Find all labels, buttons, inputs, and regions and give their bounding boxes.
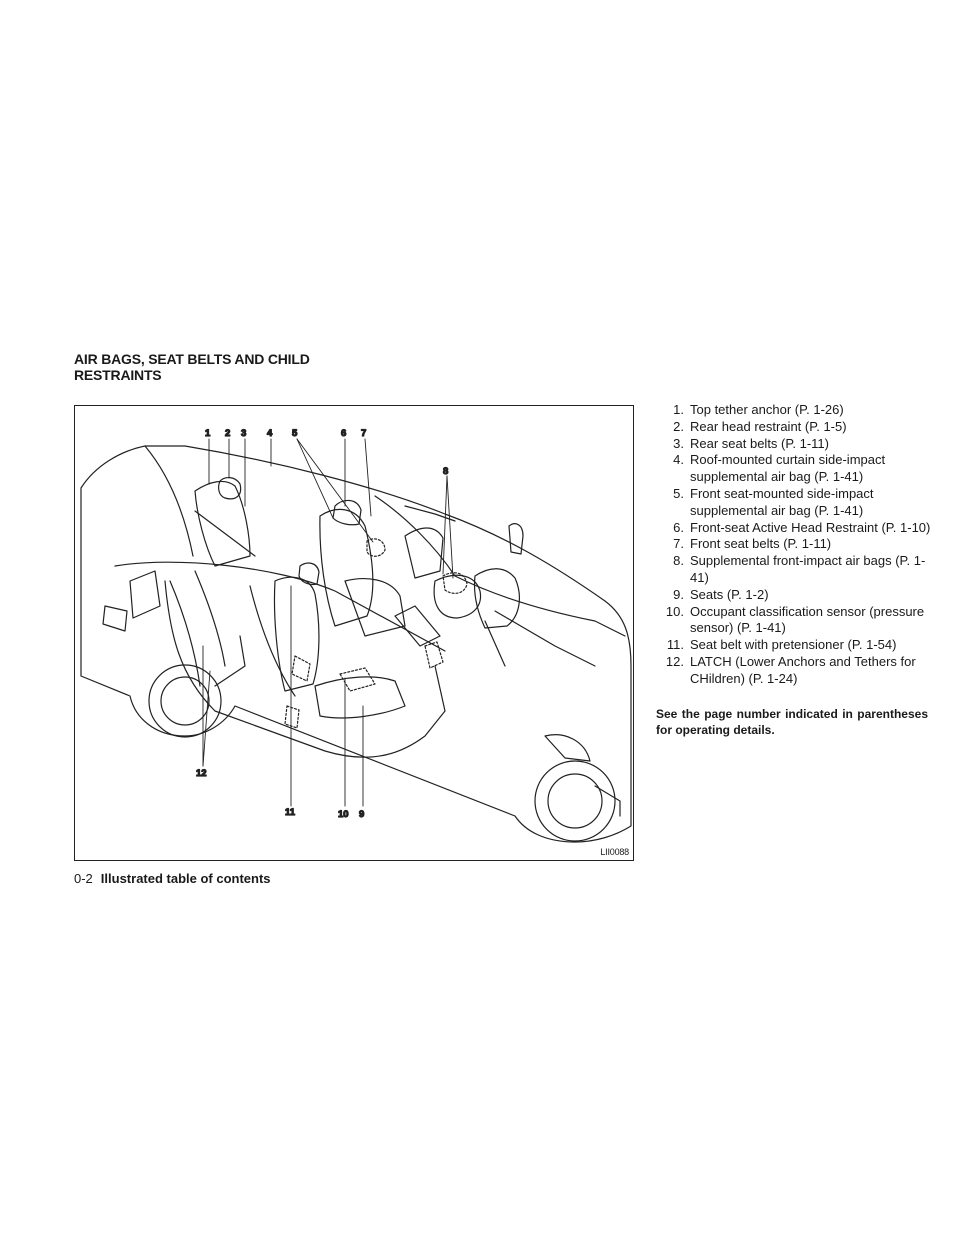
legend-list: 1.Top tether anchor (P. 1-26) 2.Rear hea… [656,402,932,688]
legend-item: 6.Front-seat Active Head Restraint (P. 1… [673,519,931,535]
callout-4: 4 [267,428,273,439]
legend-item: 5.Front seat-mounted side-impact supplem… [673,485,874,518]
callout-11: 11 [285,807,296,818]
callout-7: 7 [361,428,366,439]
section-title: AIR BAGS, SEAT BELTS AND CHILD RESTRAINT… [74,351,310,383]
car-interior-illustration: 1 2 3 4 5 6 7 8 9 10 11 12 LII0088 [74,405,634,861]
callout-9: 9 [359,809,364,820]
page-number: 0-2 [74,871,93,886]
callout-5: 5 [292,428,298,439]
callout-3: 3 [241,428,246,439]
figure-code: LII0088 [600,847,629,857]
legend-item: 7.Front seat belts (P. 1-11) [673,536,832,552]
legend-item: 12.LATCH (Lower Anchors and Tethers for … [665,653,916,686]
car-line-drawing: 1 2 3 4 5 6 7 8 9 10 11 12 [80,427,632,843]
legend-item: 9.Seats (P. 1-2) [673,586,769,602]
callout-1: 1 [205,428,211,439]
callout-8: 8 [443,466,448,477]
legend-item: 10.Occupant classification sensor (press… [665,603,925,636]
legend-item: 2.Rear head restraint (P. 1-5) [673,418,847,434]
legend-item: 3.Rear seat belts (P. 1-11) [673,435,829,451]
page-footer: 0-2 Illustrated table of contents [74,871,271,887]
legend-item: 8.Supplemental front-impact air bags (P.… [673,553,926,585]
callout-12: 12 [196,768,207,779]
footer-section-title: Illustrated table of contents [100,871,271,886]
callout-6: 6 [341,428,346,439]
callout-2: 2 [225,428,230,439]
legend-item: 11.Seat belt with pretensioner (P. 1-54) [666,637,897,653]
operating-details-note: See the page number indicated in parenth… [656,707,928,737]
callout-10: 10 [338,809,349,820]
legend-item: 1.Top tether anchor (P. 1-26) [673,402,844,417]
legend-item: 4.Roof-mounted curtain side-impact suppl… [673,452,886,485]
